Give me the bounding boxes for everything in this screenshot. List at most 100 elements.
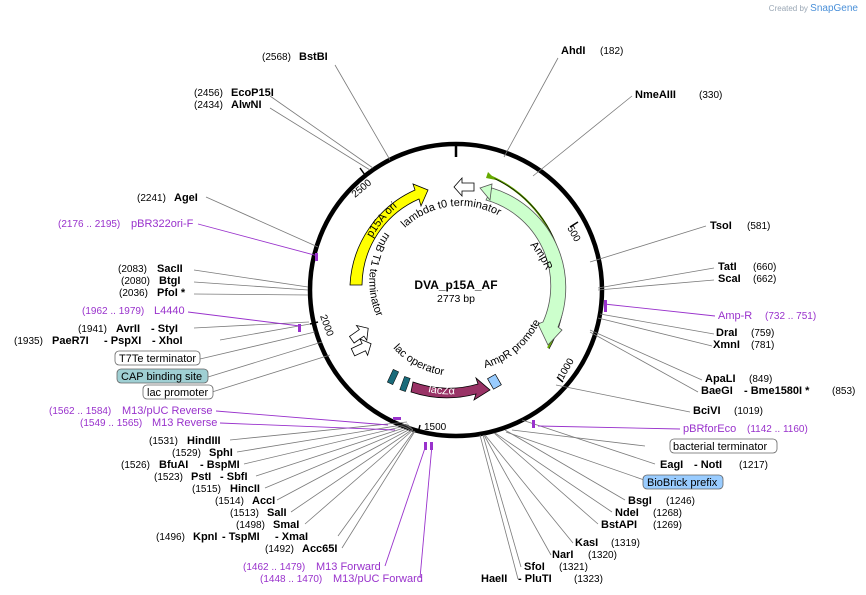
enzyme-drai[interactable]: DraI xyxy=(716,327,737,339)
biobrick-prefix-box[interactable] xyxy=(642,474,724,490)
enzyme-scai-pos: (662) xyxy=(753,274,776,285)
enzyme-sfoi-pos: (1321) xyxy=(559,562,588,573)
enzyme-sacii-pos: (2083) xyxy=(118,264,147,275)
primer-pbr322ori-pos: (2176 .. 2195) xyxy=(58,219,120,230)
enzyme-kpni-pos: (1496) xyxy=(156,532,185,543)
enzyme-agei[interactable]: AgeI xyxy=(174,192,198,204)
enzyme-xmai[interactable]: - XmaI xyxy=(275,531,308,543)
cap-binding-site-box[interactable] xyxy=(116,368,209,384)
enzyme-bsgi[interactable]: BsgI xyxy=(628,495,652,507)
ampr-promoter-arrow[interactable] xyxy=(487,373,502,390)
rrnb-arrow-a[interactable] xyxy=(347,321,374,347)
ampr-arrowhead xyxy=(479,183,493,201)
enzyme-avrii[interactable]: AvrII xyxy=(116,323,140,335)
enzyme-hindiii[interactable]: HindIII xyxy=(187,435,221,447)
primer-m13-rev-pos: (1549 .. 1565) xyxy=(80,418,142,429)
ampr-feature[interactable] xyxy=(485,187,567,346)
enzyme-xmni[interactable]: XmnI xyxy=(713,339,740,351)
rrnb-arrow-b[interactable] xyxy=(349,336,375,361)
enzyme-ahdi[interactable]: AhdI xyxy=(561,45,585,57)
enzyme-pluti[interactable]: - PluTI xyxy=(518,573,552,585)
enzyme-nari[interactable]: NarI xyxy=(552,549,573,561)
enzyme-tsoi[interactable]: TsoI xyxy=(710,220,732,232)
lacza-label: lacZα xyxy=(427,383,455,397)
enzyme-sphi[interactable]: SphI xyxy=(209,447,233,459)
primer-ampr[interactable]: Amp-R xyxy=(718,310,752,322)
t7te-terminator-box[interactable] xyxy=(114,350,201,366)
enzyme-tsoi-pos: (581) xyxy=(747,221,770,232)
plasmid-size: 2773 bp xyxy=(437,293,475,305)
primer-pbrforeco[interactable]: pBRforEco xyxy=(683,423,736,435)
enzyme-alwni[interactable]: AlwNI xyxy=(231,99,262,111)
primer-m13-fwd[interactable]: M13 Forward xyxy=(316,561,381,573)
enzyme-haeii-pos: (1323) xyxy=(574,574,603,585)
enzyme-ecop15i-pos: (2456) xyxy=(194,88,223,99)
enzyme-tati-pos: (660) xyxy=(753,262,776,273)
biobrick-prefix-label: BioBrick prefix xyxy=(647,477,718,489)
enzyme-psti[interactable]: PstI xyxy=(191,471,211,483)
enzyme-baegi-pos: (853) xyxy=(832,386,855,397)
enzyme-tati[interactable]: TatI xyxy=(718,261,737,273)
enzyme-noti[interactable]: - NotI xyxy=(694,459,722,471)
enzyme-eagi[interactable]: EagI xyxy=(660,459,683,471)
enzyme-ecop15i[interactable]: EcoP15I xyxy=(231,87,274,99)
enzyme-styi[interactable]: - StyI xyxy=(151,323,178,335)
enzyme-acc65i-pos: (1492) xyxy=(265,544,294,555)
primer-m13puc-fwd[interactable]: M13/pUC Forward xyxy=(333,573,423,585)
enzyme-smai[interactable]: SmaI xyxy=(273,519,299,531)
enzyme-bfuai[interactable]: BfuAI xyxy=(159,459,188,471)
lac-promoter-box[interactable] xyxy=(142,384,214,400)
enzyme-sali-pos: (1513) xyxy=(230,508,259,519)
enzyme-hincii-pos: (1515) xyxy=(192,484,221,495)
bacterial-terminator-box[interactable] xyxy=(669,438,778,454)
enzyme-pspxi[interactable]: - PspXI xyxy=(104,335,141,347)
lac-operator-block-b[interactable] xyxy=(399,376,411,392)
enzyme-ndei[interactable]: NdeI xyxy=(615,507,639,519)
enzyme-pfoi[interactable]: PfoI * xyxy=(157,287,186,299)
enzyme-nmeaiii[interactable]: NmeAIII xyxy=(635,89,676,101)
enzyme-haeii[interactable]: HaeII xyxy=(481,573,507,585)
enzyme-bstapi[interactable]: BstAPI xyxy=(601,519,637,531)
enzyme-acc65i[interactable]: Acc65I xyxy=(302,543,337,555)
enzyme-bspmi[interactable]: - BspMI xyxy=(200,459,240,471)
enzyme-paer7i[interactable]: PaeR7I xyxy=(52,335,89,347)
enzyme-sfoi[interactable]: SfoI xyxy=(524,561,545,573)
enzyme-avrii-pos: (1941) xyxy=(78,324,107,335)
enzyme-baegi[interactable]: BaeGI xyxy=(701,385,733,397)
enzyme-ndei-pos: (1268) xyxy=(653,508,682,519)
enzyme-bstbi[interactable]: BstBI xyxy=(299,51,328,63)
enzyme-nmeaiii-pos: (330) xyxy=(699,90,722,101)
lacza-feature[interactable] xyxy=(410,376,491,401)
enzyme-sacii[interactable]: SacII xyxy=(157,263,183,275)
primer-pbr322ori[interactable]: pBR322ori-F xyxy=(131,218,194,230)
lac-operator-block-a[interactable] xyxy=(386,369,400,385)
primer-connector-lines xyxy=(187,223,716,579)
enzyme-sali[interactable]: SalI xyxy=(267,507,287,519)
bacterial-terminator-label: bacterial terminator xyxy=(673,441,767,453)
enzyme-sphi-pos: (1529) xyxy=(172,448,201,459)
enzyme-tspmi[interactable]: - TspMI xyxy=(222,531,260,543)
enzyme-xhoi[interactable]: - XhoI xyxy=(152,335,183,347)
enzyme-connector-lines xyxy=(193,57,715,580)
enzyme-acci[interactable]: AccI xyxy=(252,495,275,507)
enzyme-apali[interactable]: ApaLI xyxy=(705,373,736,385)
enzyme-bcivi[interactable]: BciVI xyxy=(693,405,721,417)
enzyme-kasi[interactable]: KasI xyxy=(575,537,598,549)
enzyme-btgi[interactable]: BtgI xyxy=(159,275,180,287)
p15a-ori-feature[interactable] xyxy=(349,183,429,286)
primer-l4440[interactable]: L4440 xyxy=(154,305,185,317)
enzyme-hincii[interactable]: HincII xyxy=(230,483,260,495)
primer-m13puc-rev[interactable]: M13/pUC Reverse xyxy=(122,405,212,417)
enzyme-scai[interactable]: ScaI xyxy=(718,273,741,285)
snapgene-logo: SnapGene xyxy=(810,3,858,14)
enzyme-bstapi-pos: (1269) xyxy=(653,520,682,531)
primer-m13-rev[interactable]: M13 Reverse xyxy=(152,417,217,429)
tick-500: 500 xyxy=(564,224,582,244)
primer-pbrforeco-pos: (1142 .. 1160) xyxy=(747,424,808,435)
enzyme-bme1580i[interactable]: - Bme1580I * xyxy=(744,385,810,397)
enzyme-kpni[interactable]: KpnI xyxy=(193,531,217,543)
enzyme-sbfi[interactable]: - SbfI xyxy=(220,471,248,483)
lambda-terminator-arrow[interactable] xyxy=(453,176,475,198)
cap-binding-site-label: CAP binding site xyxy=(121,371,202,383)
enzyme-ahdi-pos: (182) xyxy=(600,46,623,57)
